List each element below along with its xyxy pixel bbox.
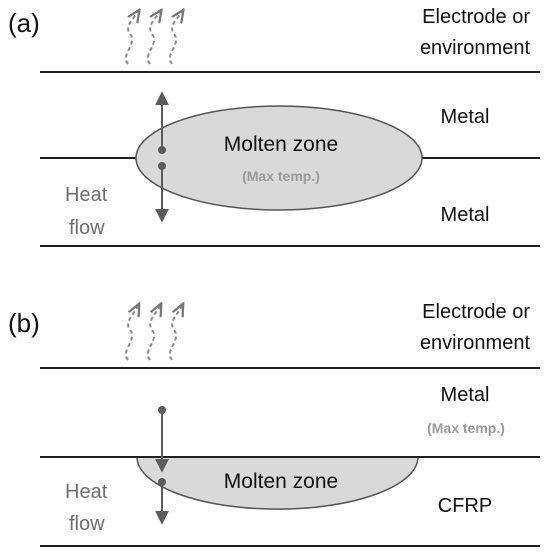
panel-a-heat-arrows [155, 91, 169, 223]
panel-b-heat-escape-icon [125, 306, 182, 361]
panel-b-heat-flow-line2: flow [69, 513, 105, 535]
panel-b: (b) Electrode or environment Molten zone… [8, 301, 540, 547]
panel-b-upper-layer-label: Metal [441, 384, 490, 406]
panel-a-electrode-label-line1: Electrode or [422, 6, 530, 28]
panel-a-heat-escape-icon [125, 12, 182, 65]
panel-b-lower-layer-label: CFRP [438, 495, 492, 517]
panel-b-zone-label: Molten zone [224, 470, 338, 493]
panel-b-heat-flow-line1: Heat [65, 481, 108, 503]
panel-a-heat-flow-line2: flow [69, 217, 105, 239]
panel-a-upper-layer-label: Metal [441, 106, 490, 128]
panel-a-electrode-label-line2: environment [420, 37, 531, 59]
panel-a-heat-flow-line1: Heat [65, 184, 108, 206]
panel-a-label: (a) [8, 8, 40, 38]
panel-a: (a) Electrode or environment Molten zone… [8, 6, 540, 247]
panel-b-molten-zone [136, 456, 419, 510]
panel-a-molten-zone [135, 105, 423, 211]
panel-b-electrode-label-line2: environment [420, 332, 531, 354]
panel-b-max-temp-note: (Max temp.) [427, 420, 505, 436]
panel-b-label: (b) [8, 308, 40, 338]
panel-a-max-temp-note: (Max temp.) [242, 168, 320, 184]
panel-a-zone-label: Molten zone [224, 133, 338, 156]
panel-b-heat-arrows [155, 406, 169, 525]
panel-b-electrode-label-line1: Electrode or [422, 301, 530, 323]
panel-a-lower-layer-label: Metal [441, 204, 490, 226]
